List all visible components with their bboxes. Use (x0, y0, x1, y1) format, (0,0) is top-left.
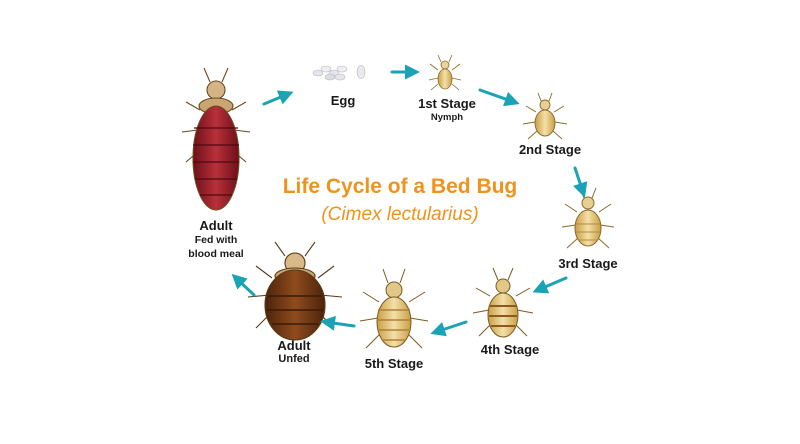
diagram-subtitle: (Cimex lectularius) (321, 204, 479, 225)
fourth-stage-nymph-bug (472, 267, 534, 338)
second-stage-nymph-bug (522, 92, 568, 140)
egg-label: Egg (330, 93, 356, 108)
adult-fed-bug (181, 67, 251, 211)
diagram-title: Life Cycle of a Bed Bug (282, 175, 518, 198)
arrow-fed-to-egg (262, 90, 294, 106)
second-stage-label: 2nd Stage (518, 142, 582, 157)
third-stage-nymph-bug (561, 187, 615, 249)
arrow-third-to-fourth (532, 276, 568, 294)
first-stage-label: 1st Stage (418, 96, 476, 111)
adult-unfed-label: Adult (277, 338, 311, 353)
third-stage-label: 3rd Stage (558, 256, 618, 271)
arrow-fourth-to-fifth (430, 320, 468, 337)
first-stage-nymph-bug (428, 54, 462, 91)
adult-unfed-sublabel: Unfed (278, 353, 310, 365)
fifth-stage-nymph-bug (359, 268, 429, 349)
adult-fed-label: Adult (199, 218, 233, 233)
adult-unfed-bug (247, 241, 343, 341)
fifth-stage-label: 5th Stage (364, 356, 424, 371)
egg-cluster (312, 65, 366, 81)
adult-fed-sublabel-line1: Fed with (194, 234, 238, 246)
fourth-stage-label: 4th Stage (480, 342, 540, 357)
first-stage-sublabel: Nymph (430, 112, 464, 123)
arrow-unfed-to-fed (231, 273, 256, 297)
arrow-first-to-second (478, 88, 520, 107)
arrow-second-to-third (573, 166, 588, 198)
arrow-fifth-to-unfed (320, 315, 356, 331)
cycle-arrows (231, 64, 588, 337)
adult-fed-sublabel-line2: blood meal (188, 248, 244, 260)
